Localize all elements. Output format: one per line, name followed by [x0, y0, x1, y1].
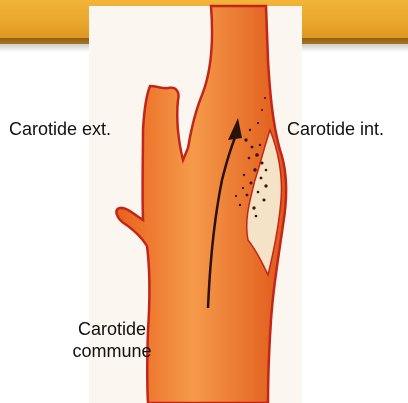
label-internal-carotid: Carotide int.	[287, 118, 384, 140]
label-external-carotid: Carotide ext.	[9, 118, 111, 140]
label-common-carotid-line1: Carotide	[62, 318, 162, 340]
label-common-carotid: Carotide commune	[62, 318, 162, 362]
label-common-carotid-line2: commune	[62, 340, 162, 362]
